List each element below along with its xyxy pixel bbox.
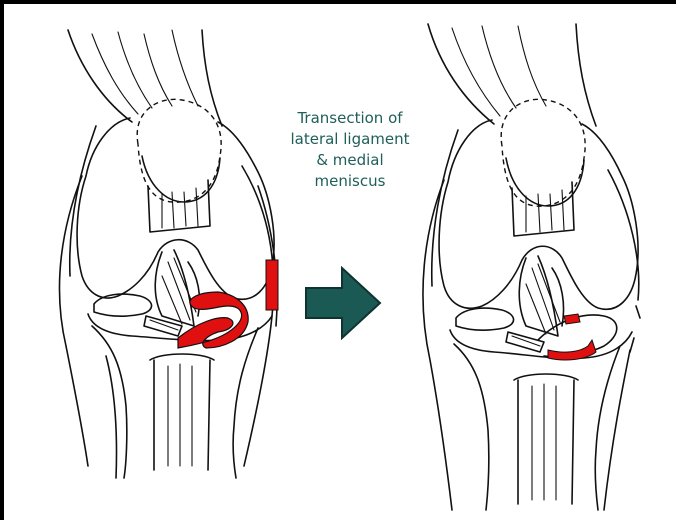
cruciate-ligaments	[519, 256, 563, 336]
meniscus-fragment-upper	[564, 314, 580, 324]
knee-after-illustration	[408, 20, 670, 514]
lateral-meniscus	[94, 294, 152, 316]
lateral-ligament-cut	[630, 306, 640, 352]
transition-arrow-icon	[304, 266, 384, 340]
knee-before-illustration	[22, 26, 284, 480]
cruciate-ligaments	[155, 250, 199, 326]
tibia	[450, 330, 632, 510]
quadriceps-tendon	[68, 30, 222, 126]
lateral-meniscus	[456, 308, 514, 330]
patellar-ligament	[512, 182, 574, 236]
medial-meniscus-highlight	[178, 292, 248, 348]
femur	[77, 118, 274, 299]
lateral-ligament-highlight	[266, 260, 278, 310]
